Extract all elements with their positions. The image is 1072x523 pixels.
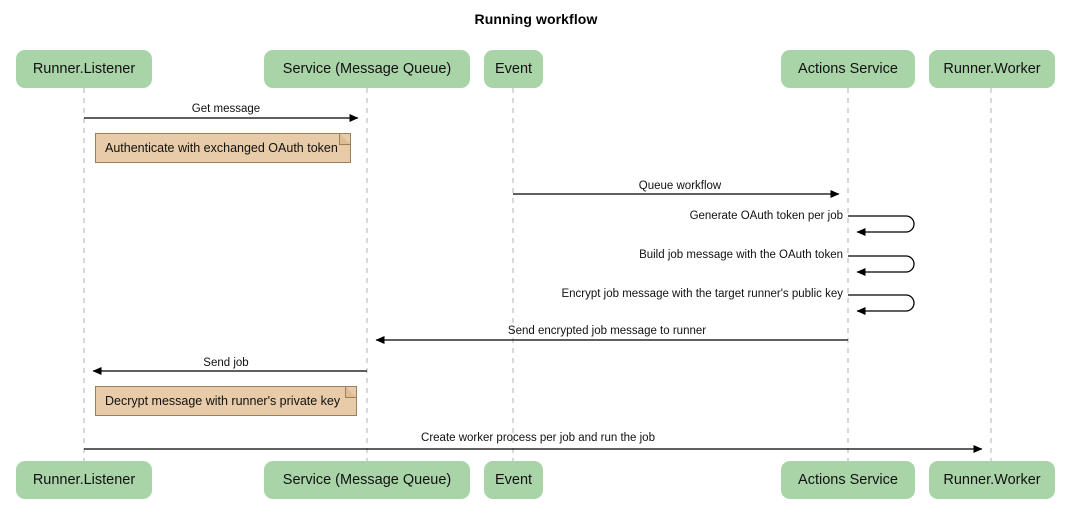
message-label-4: Build job message with the OAuth token [639, 249, 843, 261]
participant-event-top[interactable]: Event [484, 50, 543, 88]
message-label-8: Create worker process per job and run th… [421, 432, 655, 444]
participant-label: Service (Message Queue) [282, 61, 452, 77]
participant-label: Runner.Listener [32, 61, 136, 77]
participant-label: Event [494, 472, 533, 488]
note-decrypt: Decrypt message with runner's private ke… [95, 386, 357, 416]
message-label-7: Send job [203, 357, 249, 369]
participant-runner-worker-top[interactable]: Runner.Worker [929, 50, 1055, 88]
participant-label: Actions Service [798, 472, 898, 488]
participant-runner-listener-bottom[interactable]: Runner.Listener [16, 461, 152, 499]
self-message-4 [848, 255, 915, 276]
participant-label: Runner.Worker [943, 61, 1041, 77]
note-authenticate: Authenticate with exchanged OAuth token [95, 133, 351, 163]
participant-label: Event [494, 61, 533, 77]
message-label-2: Queue workflow [638, 180, 722, 192]
participant-runner-worker-bottom[interactable]: Runner.Worker [929, 461, 1055, 499]
participant-service-queue-bottom[interactable]: Service (Message Queue) [264, 461, 470, 499]
participant-label: Runner.Worker [943, 472, 1041, 488]
note-label: Decrypt message with runner's private ke… [105, 394, 341, 408]
participant-label: Runner.Listener [32, 472, 136, 488]
messages-group [84, 114, 983, 453]
participant-actions-service-bottom[interactable]: Actions Service [781, 461, 915, 499]
participant-service-queue-top[interactable]: Service (Message Queue) [264, 50, 470, 88]
note-fold-corner-icon [339, 133, 351, 145]
note-label: Authenticate with exchanged OAuth token [105, 141, 338, 155]
participant-label: Service (Message Queue) [282, 472, 452, 488]
message-label-5: Encrypt job message with the target runn… [561, 288, 843, 300]
participant-runner-listener-top[interactable]: Runner.Listener [16, 50, 152, 88]
lifelines-group [83, 88, 992, 461]
self-message-5 [848, 294, 915, 315]
message-label-1: Get message [191, 103, 261, 115]
page-title: Running workflow [474, 11, 598, 27]
message-label-3: Generate OAuth token per job [689, 210, 843, 222]
message-label-6: Send encrypted job message to runner [507, 325, 707, 337]
participant-event-bottom[interactable]: Event [484, 461, 543, 499]
note-fold-corner-icon [345, 386, 357, 398]
participant-actions-service-top[interactable]: Actions Service [781, 50, 915, 88]
participant-label: Actions Service [798, 61, 898, 77]
self-message-3 [848, 215, 915, 236]
